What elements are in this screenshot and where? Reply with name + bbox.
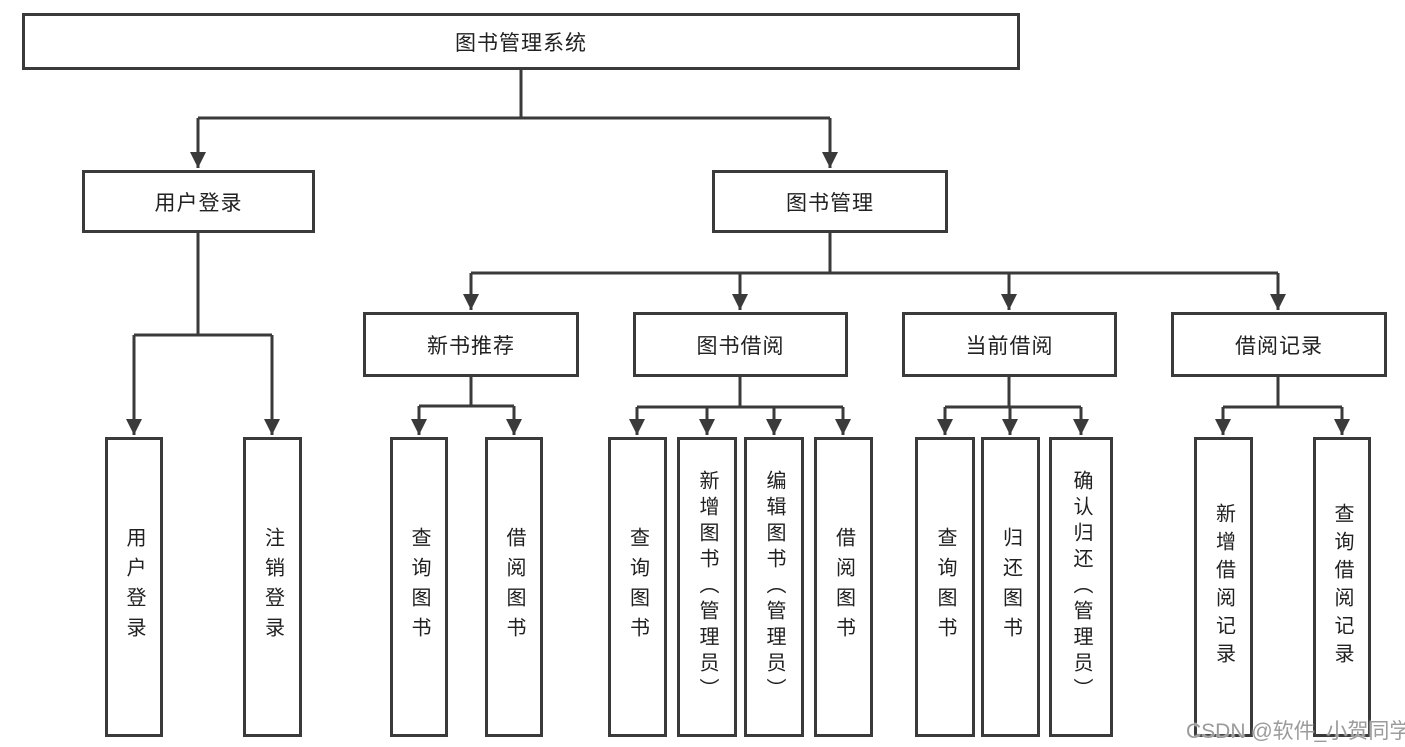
leaf-borrow-books-recommend: 借阅图书 xyxy=(485,437,543,737)
leaf-label: 用户登录 xyxy=(123,527,145,647)
node-label: 新书推荐 xyxy=(427,334,515,358)
node-current-borrow: 当前借阅 xyxy=(902,312,1117,377)
leaf-return-books: 归还图书 xyxy=(981,437,1040,737)
node-book-management: 图书管理 xyxy=(712,170,948,233)
leaf-query-books-recommend: 查询图书 xyxy=(390,437,448,737)
node-label: 用户登录 xyxy=(154,191,243,215)
leaf-label: 编辑图书（管理员） xyxy=(763,470,785,704)
leaf-label: 归还图书 xyxy=(999,527,1022,647)
leaf-borrow-books: 借阅图书 xyxy=(814,437,873,737)
node-root-label: 图书管理系统 xyxy=(455,31,587,55)
leaf-label: 确认归还（管理员） xyxy=(1070,470,1092,704)
leaf-logout: 注销登录 xyxy=(243,437,302,737)
node-new-book-recommend: 新书推荐 xyxy=(363,312,579,377)
leaf-query-borrow-record: 查询借阅记录 xyxy=(1313,437,1371,737)
leaf-label: 查询图书 xyxy=(408,527,430,647)
node-book-borrow: 图书借阅 xyxy=(633,312,848,377)
branch-book-borrow xyxy=(629,377,851,435)
leaf-add-books-admin: 新增图书（管理员） xyxy=(677,437,737,737)
leaf-query-books-current: 查询图书 xyxy=(915,437,975,737)
branch-current-borrow xyxy=(937,377,1089,435)
leaf-label: 查询图书 xyxy=(626,527,649,647)
leaf-label: 新增借阅记录 xyxy=(1212,503,1235,671)
node-label: 借阅记录 xyxy=(1235,334,1323,358)
leaf-query-books-borrow: 查询图书 xyxy=(608,437,667,737)
leaf-edit-books-admin: 编辑图书（管理员） xyxy=(744,437,804,737)
csdn-watermark: CSDN @软件_小贺同学 xyxy=(1186,720,1405,743)
leaf-label: 新增图书（管理员） xyxy=(696,470,718,704)
branch-borrow-records xyxy=(1215,377,1350,435)
node-borrow-records: 借阅记录 xyxy=(1171,312,1387,377)
branch-user-login xyxy=(126,233,280,435)
node-label: 当前借阅 xyxy=(965,334,1054,358)
leaf-label: 借阅图书 xyxy=(832,527,855,647)
leaf-user-login: 用户登录 xyxy=(105,437,163,737)
leaf-add-borrow-record: 新增借阅记录 xyxy=(1194,437,1253,737)
branch-new-book-recommend xyxy=(411,377,522,435)
leaf-confirm-return-admin: 确认归还（管理员） xyxy=(1049,437,1113,737)
branch-book-management xyxy=(463,233,1286,310)
leaf-label: 查询借阅记录 xyxy=(1331,503,1353,671)
node-user-login: 用户登录 xyxy=(82,170,315,233)
leaf-label: 注销登录 xyxy=(261,527,284,647)
leaf-label: 查询图书 xyxy=(934,527,956,647)
branch-root-to-level2 xyxy=(190,70,838,168)
leaf-label: 借阅图书 xyxy=(503,527,525,647)
node-root-system: 图书管理系统 xyxy=(22,13,1020,70)
node-label: 图书管理 xyxy=(786,191,874,215)
node-label: 图书借阅 xyxy=(696,334,785,358)
